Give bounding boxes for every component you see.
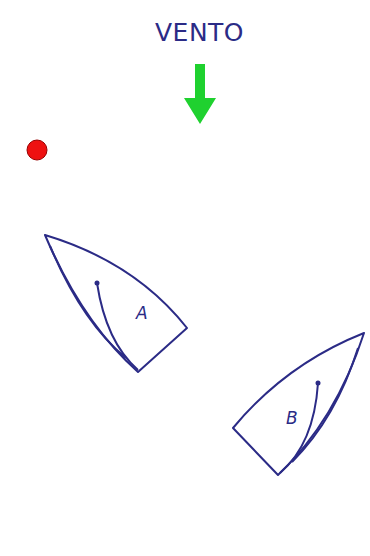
- boat: A: [40, 230, 192, 377]
- boat-outline: [40, 230, 192, 377]
- boat-label: A: [136, 305, 148, 322]
- boat-mast: [316, 381, 321, 386]
- boat-sail: [292, 348, 358, 462]
- boat-sail: [97, 283, 138, 370]
- boat-label: B: [286, 410, 298, 427]
- boat-sail: [50, 246, 126, 358]
- boat-hull: [233, 333, 364, 475]
- boat-hull: [45, 235, 187, 372]
- wind-arrow: [184, 64, 216, 124]
- wind-title: VENTO: [155, 18, 244, 47]
- boat-outline: [228, 328, 368, 478]
- boat-sail: [280, 383, 318, 473]
- boat-mast: [95, 281, 100, 286]
- boat: B: [228, 328, 368, 478]
- mark-buoy: [27, 140, 47, 160]
